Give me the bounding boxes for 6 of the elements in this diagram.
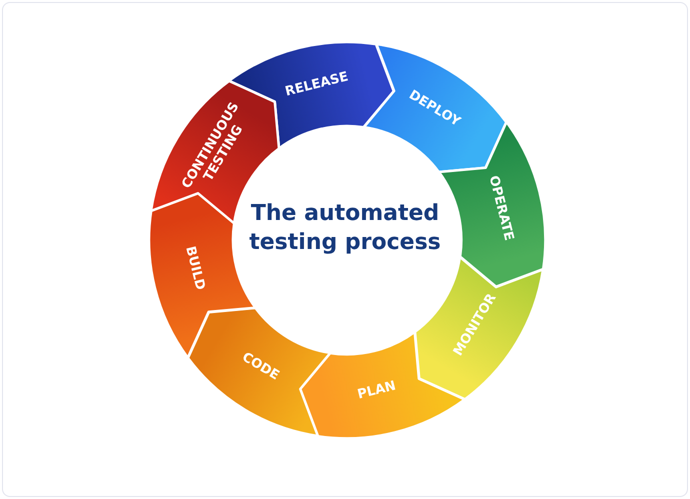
arrow-segment	[364, 44, 506, 172]
arrow-segment	[414, 256, 543, 400]
stage-label: BUILD	[181, 244, 208, 294]
diagram-title: The automated testing process	[248, 200, 442, 257]
arrow-segment	[188, 308, 330, 436]
stage-label: PLAN	[354, 378, 398, 405]
